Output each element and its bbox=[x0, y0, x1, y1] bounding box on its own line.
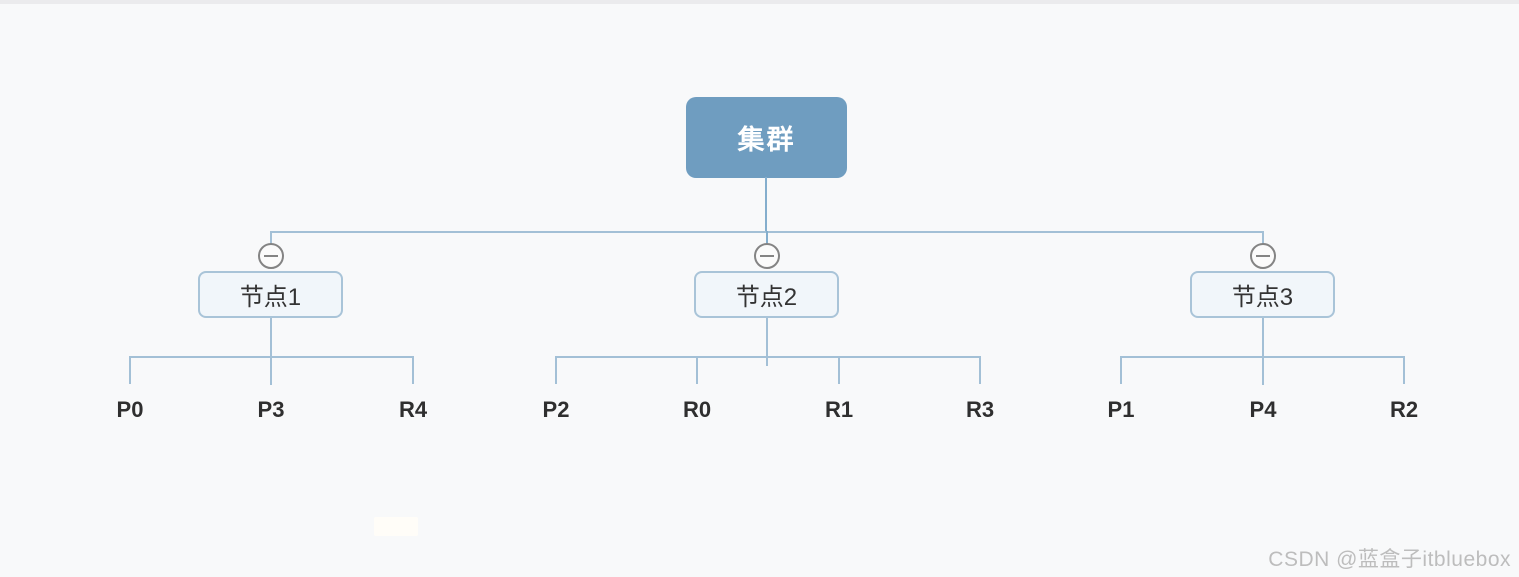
connector-line bbox=[270, 231, 272, 245]
leaf-node[interactable]: P2 bbox=[542, 397, 570, 422]
faint-artifact bbox=[374, 517, 418, 536]
leaf-node[interactable]: P1 bbox=[1107, 397, 1135, 422]
root-node-cluster[interactable]: 集群 bbox=[686, 97, 847, 178]
tree-node-3[interactable]: 节点3 bbox=[1190, 271, 1335, 318]
minus-icon bbox=[264, 255, 278, 257]
collapse-minus-icon[interactable] bbox=[754, 243, 780, 269]
connector-line bbox=[1403, 356, 1405, 384]
connector-line bbox=[129, 356, 414, 358]
connector-line bbox=[555, 356, 557, 384]
leaf-node[interactable]: P4 bbox=[1249, 397, 1277, 422]
leaf-node[interactable]: P3 bbox=[257, 397, 285, 422]
root-node-label: 集群 bbox=[737, 125, 796, 155]
leaf-node[interactable]: R3 bbox=[965, 397, 995, 422]
tree-node-2[interactable]: 节点2 bbox=[694, 271, 839, 318]
minus-icon bbox=[760, 255, 774, 257]
leaf-node[interactable]: P0 bbox=[116, 397, 144, 422]
connector-line bbox=[838, 356, 840, 384]
connector-line bbox=[1262, 318, 1264, 385]
connector-line bbox=[765, 177, 767, 232]
connector-line bbox=[555, 356, 981, 358]
leaf-node[interactable]: R2 bbox=[1389, 397, 1419, 422]
connector-line bbox=[766, 318, 768, 366]
connector-line bbox=[129, 356, 131, 384]
connector-line bbox=[696, 356, 698, 384]
watermark: CSDN @蓝盒子itbluebox bbox=[1268, 548, 1511, 571]
leaf-node[interactable]: R4 bbox=[398, 397, 428, 422]
connector-line bbox=[979, 356, 981, 384]
connector-line bbox=[270, 318, 272, 385]
tree-node-label: 节点1 bbox=[239, 284, 302, 311]
connector-line bbox=[412, 356, 414, 384]
collapse-minus-icon[interactable] bbox=[1250, 243, 1276, 269]
collapse-minus-icon[interactable] bbox=[258, 243, 284, 269]
leaf-node[interactable]: R1 bbox=[824, 397, 854, 422]
connector-line bbox=[1262, 231, 1264, 245]
minus-icon bbox=[1256, 255, 1270, 257]
connector-line bbox=[1120, 356, 1122, 384]
tree-node-1[interactable]: 节点1 bbox=[198, 271, 343, 318]
connector-line bbox=[1120, 356, 1405, 358]
leaf-node[interactable]: R0 bbox=[682, 397, 712, 422]
tree-node-label: 节点3 bbox=[1231, 284, 1294, 311]
tree-node-label: 节点2 bbox=[735, 284, 798, 311]
top-edge-bar bbox=[0, 0, 1519, 4]
connector-line bbox=[766, 231, 768, 245]
